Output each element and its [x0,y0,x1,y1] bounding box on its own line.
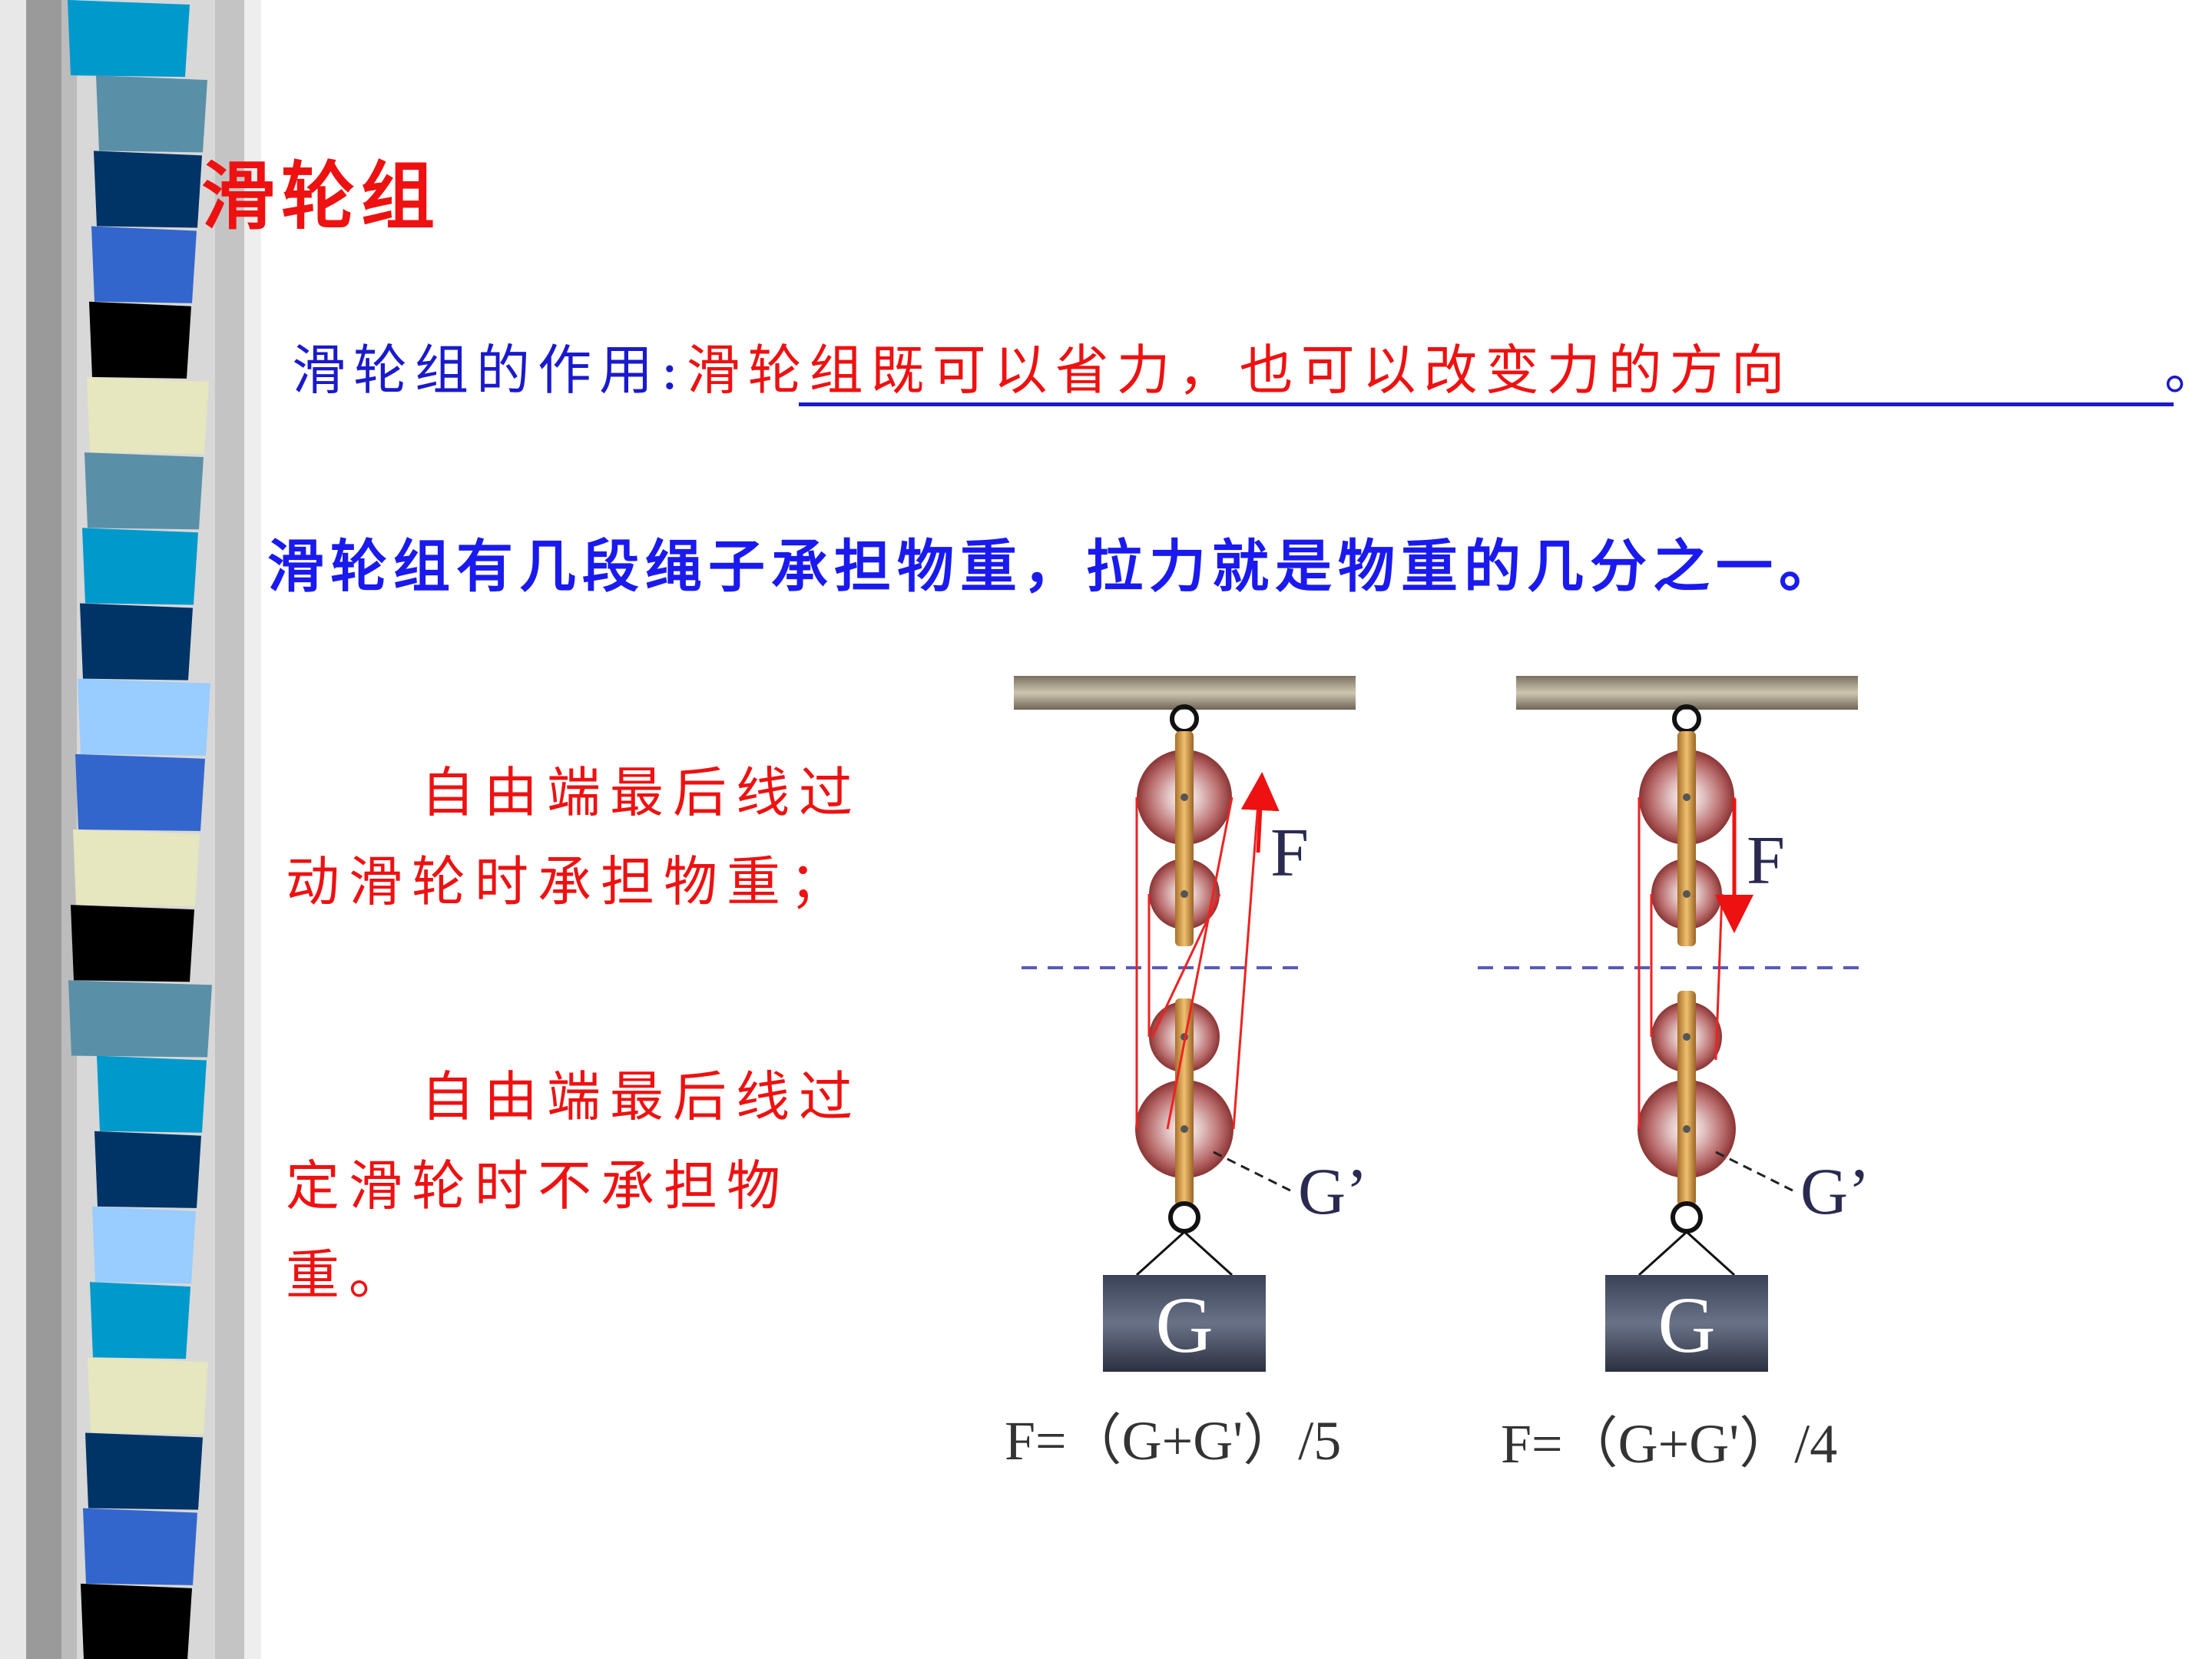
hook-ring [1672,704,1701,733]
decorative-stripe [82,528,198,605]
decorative-stripe [78,678,210,756]
axle-dot [1181,793,1188,801]
decorative-stripe [75,753,205,831]
movable-pulley-bracket [1175,998,1194,1206]
decorative-stripe [81,1583,192,1659]
decorative-stripe [91,226,197,303]
pulley-weight-label: G’ [1800,1154,1870,1228]
pulley-function-line: 滑轮组的作用:滑轮组既可以省力，也可以改变力的方向 [292,332,1793,409]
formula-right: F=（G+G'）/4 [1501,1413,1837,1475]
hook-ring [1170,704,1199,733]
weight-label: G [1657,1281,1715,1369]
decorative-stripe [68,980,212,1058]
formula-left: F=（G+G'）/5 [1005,1410,1341,1472]
pulley-diagrams: F G’ G F=（G+G'）/5 F G’ [1005,676,1870,1475]
decorative-stripe [92,1206,196,1284]
axle-dot [1683,1033,1690,1041]
function-colon: : [661,339,687,402]
slide-title: 滑轮组 [201,153,441,240]
note-movable-pulley: 自由端最后线过动滑轮时承担物重； [286,761,862,913]
ceiling-beam [1014,676,1356,710]
decorative-stripe [73,830,200,907]
weight-label: G [1155,1281,1213,1369]
left-decorative-stripes [0,0,261,1659]
force-label: F [1270,815,1309,891]
pulley-weight-label: G’ [1298,1154,1368,1228]
weight-hook-ring [1168,1201,1200,1233]
axle-dot [1683,793,1690,801]
axle-dot [1181,890,1188,898]
movable-pulley-bracket [1677,991,1696,1206]
rule-statement: 滑轮组有几段绳子承担物重，拉力就是物重的几分之一。 [267,534,1842,600]
axle-dot [1683,1125,1690,1133]
decorative-stripe [89,301,191,379]
fixed-pulley-bracket [1175,731,1194,946]
decorative-stripe [84,452,204,530]
rope-segments [1135,796,1260,1130]
function-answer: 滑轮组既可以省力，也可以改变力的方向 [686,339,1793,402]
pulley-weight-pointer [1715,1151,1793,1192]
force-arrow-up [1240,772,1280,853]
answer-underline [799,402,2174,406]
function-period: 。 [2164,332,2212,409]
axle-dot [1683,890,1690,898]
decorative-stripe [97,1055,207,1133]
pulley-diagram-right: F G’ G F=（G+G'）/4 [1478,676,1870,1475]
decorative-stripe [83,1508,197,1585]
decorative-stripe [96,75,207,153]
pulley-diagram-left: F G’ G F=（G+G'）/5 [1005,676,1368,1472]
decorative-stripe [90,1282,190,1359]
weight-block [1103,1275,1266,1372]
decorative-stripe [85,1432,203,1510]
decorative-stripe [88,1357,208,1435]
axle-dot [1181,1125,1188,1133]
weight-block [1605,1275,1768,1372]
weight-hook-ring [1671,1201,1703,1233]
decorative-stripe [71,905,194,982]
decorative-stripe [94,1131,201,1208]
pulley-weight-pointer [1213,1151,1291,1192]
decorative-stripe [80,603,193,680]
decorative-stripe [87,376,209,455]
fixed-pulley-bracket [1677,731,1696,946]
decorative-stripe [68,0,190,78]
decorative-stripe [94,151,202,228]
function-label: 滑轮组的作用 [292,339,661,402]
ceiling-beam [1516,676,1858,710]
note-fixed-pulley: 自由端最后线过定滑轮时不承担物重。 [286,1065,862,1306]
force-label: F [1747,823,1785,899]
